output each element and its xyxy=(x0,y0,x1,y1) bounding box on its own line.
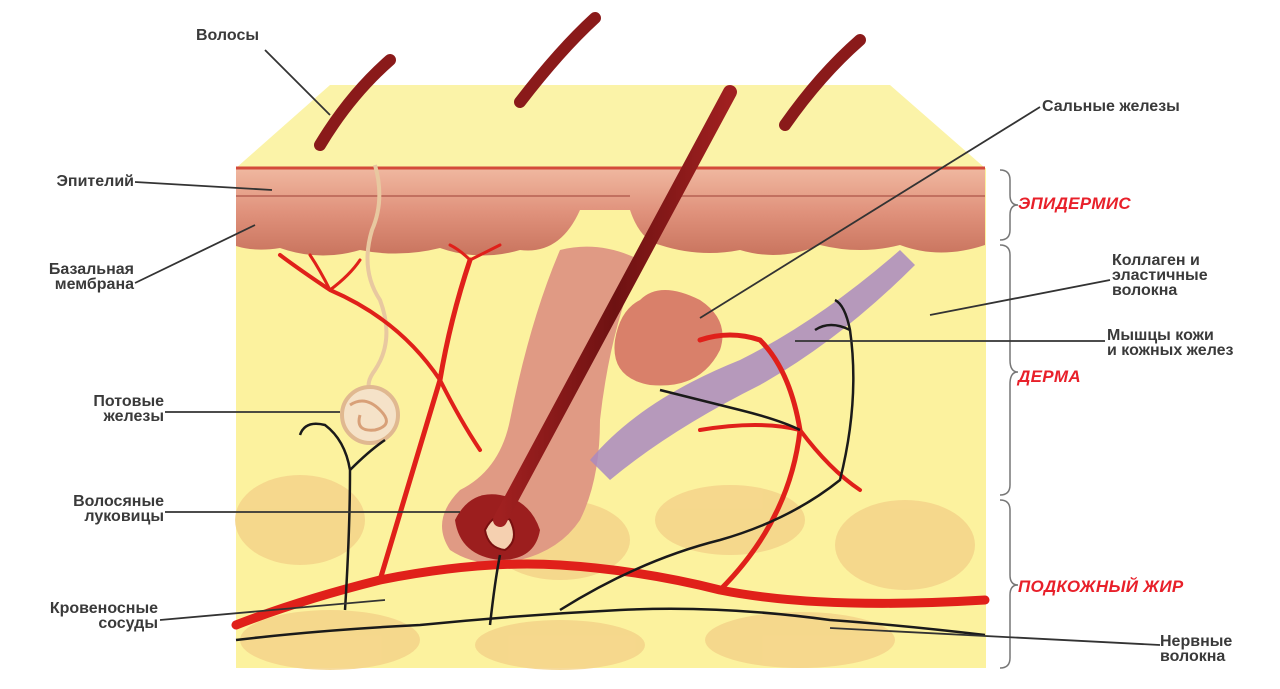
epidermis-bracket xyxy=(1000,170,1018,240)
label-blood-vessels: Кровеносные сосуды xyxy=(30,601,158,631)
label-skin-muscles: Мышцы кожи и кожных желез xyxy=(1107,328,1234,358)
layer-label-dermis: ДЕРМА xyxy=(1018,367,1081,387)
label-hair: Волосы xyxy=(196,28,259,43)
dermis-bracket xyxy=(1000,245,1018,495)
label-hair-bulbs: Волосяные луковицы xyxy=(40,494,164,524)
label-basal-membrane: Базальная мембрана xyxy=(20,262,134,292)
hypodermis-bracket xyxy=(1000,500,1018,668)
label-sweat-glands: Потовые железы xyxy=(60,394,164,424)
label-collagen-fibers: Коллаген и эластичные волокна xyxy=(1112,253,1208,298)
label-epithelium: Эпителий xyxy=(30,174,134,189)
layer-label-epidermis: ЭПИДЕРМИС xyxy=(1018,194,1131,214)
layer-label-hypodermis: ПОДКОЖНЫЙ ЖИР xyxy=(1018,577,1184,597)
label-nerve-fibers: Нервные волокна xyxy=(1160,634,1232,664)
label-sebaceous-glands: Сальные железы xyxy=(1042,99,1180,114)
